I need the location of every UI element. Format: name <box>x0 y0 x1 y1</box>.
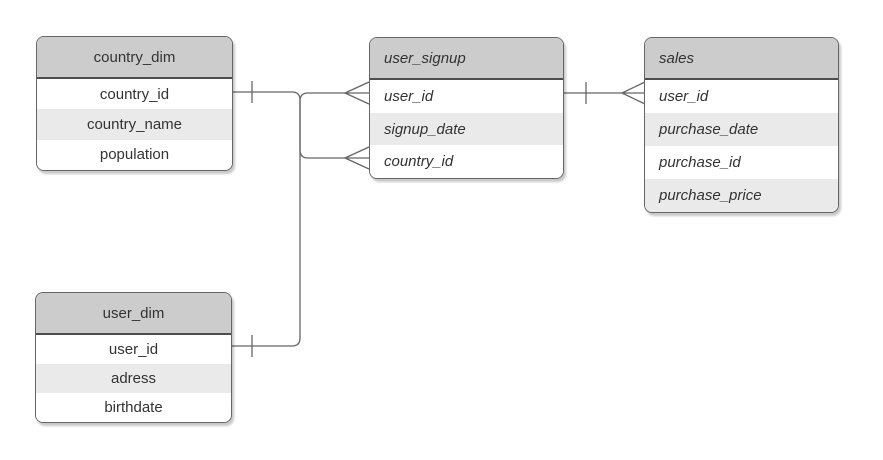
field-row-country-id[interactable]: country_id <box>37 79 232 110</box>
field-row-user-id[interactable]: user_id <box>370 80 563 113</box>
field-row-signup-date[interactable]: signup_date <box>370 112 563 146</box>
crow-foot-many-icon <box>344 81 370 105</box>
entity-title: sales <box>645 38 838 80</box>
entity-country-dim[interactable]: country_dim country_id country_name popu… <box>36 36 233 171</box>
crow-foot-many-icon <box>344 146 370 170</box>
entity-title: user_dim <box>36 293 231 335</box>
field-row-purchase-date[interactable]: purchase_date <box>645 113 838 146</box>
field-row-user-id[interactable]: user_id <box>645 80 838 113</box>
relationship-signup-to-sales <box>564 81 646 105</box>
entity-user-dim[interactable]: user_dim user_id adress birthdate <box>35 292 232 423</box>
entity-title: country_dim <box>37 37 232 79</box>
field-row-country-id[interactable]: country_id <box>370 145 563 178</box>
relationship-line <box>233 91 345 159</box>
relationship-user-to-signup <box>232 81 370 357</box>
field-row-purchase-id[interactable]: purchase_id <box>645 146 838 179</box>
field-row-adress[interactable]: adress <box>36 364 231 393</box>
entity-title: user_signup <box>370 38 563 80</box>
entity-user-signup[interactable]: user_signup user_id signup_date country_… <box>369 37 564 179</box>
field-row-population[interactable]: population <box>37 139 232 170</box>
entity-sales[interactable]: sales user_id purchase_date purchase_id … <box>644 37 839 213</box>
field-row-birthdate[interactable]: birthdate <box>36 393 231 422</box>
field-row-purchase-price[interactable]: purchase_price <box>645 179 838 212</box>
field-row-country-name[interactable]: country_name <box>37 109 232 140</box>
field-row-user-id[interactable]: user_id <box>36 335 231 364</box>
relationship-line <box>232 92 345 347</box>
crow-foot-many-icon <box>621 81 646 105</box>
